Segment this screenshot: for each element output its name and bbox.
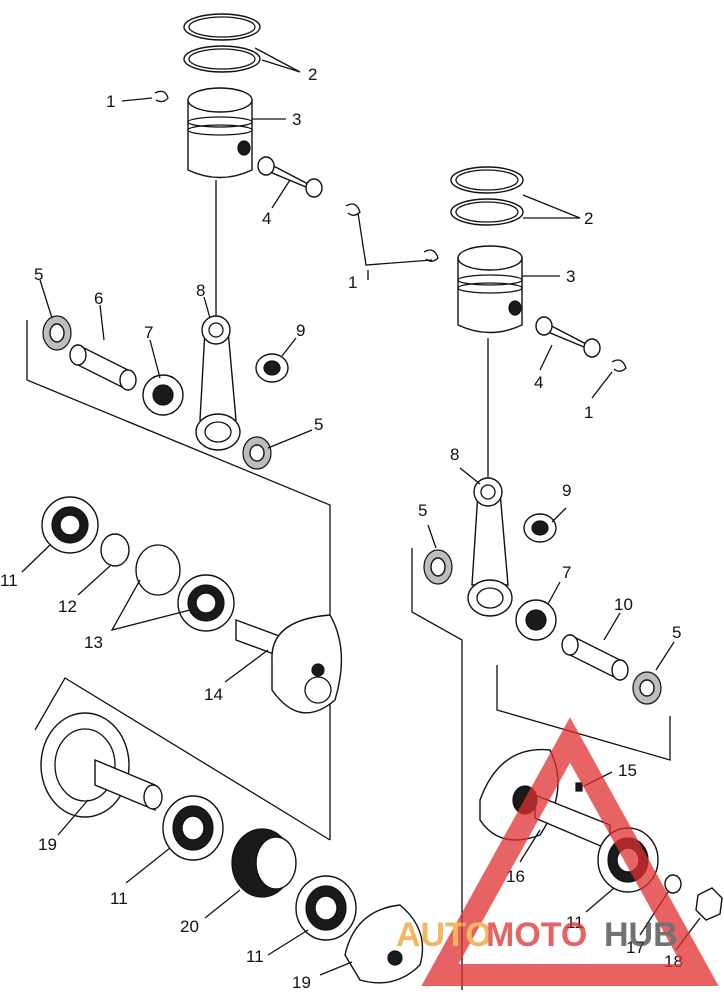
ring-13-a xyxy=(135,544,181,596)
thrust-washer-right-top xyxy=(423,549,453,585)
label-16: 16 xyxy=(506,867,525,886)
label-1-b: 1 xyxy=(348,273,357,292)
labyrinth-seal-20 xyxy=(231,828,297,898)
part-labels: 1 2 3 4 1 2 3 5 6 7 8 9 4 1 5 8 9 5 11 1… xyxy=(0,65,683,992)
washer-17 xyxy=(664,874,682,894)
label-14: 14 xyxy=(204,685,223,704)
label-3-b: 3 xyxy=(566,267,575,286)
label-11-d: 11 xyxy=(246,947,264,966)
assembly-frame-right-lower xyxy=(496,665,671,761)
wrist-pin-left xyxy=(257,156,323,198)
assembly-frame-right xyxy=(411,548,463,990)
label-4-a: 4 xyxy=(262,209,271,228)
crank-pin-right xyxy=(561,633,629,682)
label-5-c: 5 xyxy=(418,501,427,520)
leader-circlip-link xyxy=(357,212,433,266)
main-bearing-left-outer xyxy=(41,496,99,554)
thrust-washer-left-top xyxy=(42,315,72,351)
needle-bearing-large-right xyxy=(515,599,557,641)
piston-rings-right xyxy=(450,166,524,226)
label-7-b: 7 xyxy=(562,563,571,582)
label-5-b: 5 xyxy=(314,415,323,434)
circlip-right-b xyxy=(611,359,627,372)
nut-18 xyxy=(695,887,723,921)
label-5-d: 5 xyxy=(672,623,681,642)
piston-right xyxy=(457,245,523,334)
circlip-left-b xyxy=(345,203,361,216)
label-9-b: 9 xyxy=(562,481,571,500)
label-5-a: 5 xyxy=(34,265,43,284)
label-3-a: 3 xyxy=(292,110,301,129)
watermark-text-auto: AUTO xyxy=(396,916,492,954)
watermark-text-moto: MOTO xyxy=(486,916,587,954)
leader-lines xyxy=(21,47,701,976)
thrust-washer-left-bottom xyxy=(242,436,272,470)
label-11-c: 11 xyxy=(566,913,584,932)
label-20: 20 xyxy=(180,917,199,936)
label-19-b: 19 xyxy=(292,973,311,992)
label-9-a: 9 xyxy=(296,321,305,340)
label-1-c: 1 xyxy=(584,403,593,422)
circlip-left-a xyxy=(154,90,169,103)
label-1-a: 1 xyxy=(106,92,115,111)
label-6: 6 xyxy=(94,289,103,308)
label-15: 15 xyxy=(618,761,637,780)
crank-pin-left xyxy=(69,343,137,392)
ring-13-bearing xyxy=(177,574,235,632)
label-7-a: 7 xyxy=(144,323,153,342)
label-4-b: 4 xyxy=(534,373,543,392)
label-17: 17 xyxy=(626,938,645,957)
label-12: 12 xyxy=(58,597,77,616)
crankshaft-half-19-bottom xyxy=(344,904,424,984)
label-11-b: 11 xyxy=(110,889,128,908)
connecting-rod-left xyxy=(195,315,241,451)
needle-bearing-small-right xyxy=(523,513,557,543)
crankshaft-half-left xyxy=(235,614,343,714)
label-11-a: 11 xyxy=(0,571,18,590)
label-2-a: 2 xyxy=(308,65,317,84)
wrist-pin-right xyxy=(535,316,601,358)
label-19-a: 19 xyxy=(38,835,57,854)
circlip-right-a xyxy=(423,249,439,262)
watermark-text-hub: HUB xyxy=(604,916,678,954)
thrust-washer-right-bottom xyxy=(632,671,662,705)
piston-rings-left xyxy=(183,13,261,73)
label-10: 10 xyxy=(614,595,633,614)
piston-left xyxy=(187,87,253,179)
snap-ring-12 xyxy=(100,533,130,567)
label-8-a: 8 xyxy=(196,281,205,300)
assembly-frame-bottom xyxy=(34,677,331,841)
main-bearing-11-mid xyxy=(162,795,224,861)
label-8-b: 8 xyxy=(450,445,459,464)
main-bearing-11-low xyxy=(295,875,357,941)
watermark-logo: AUTO MOTO HUB xyxy=(396,717,719,986)
crankshaft-half-19-top xyxy=(40,712,163,818)
label-13: 13 xyxy=(84,633,103,652)
connecting-rod-right xyxy=(467,477,513,617)
woodruff-key-15 xyxy=(575,782,583,792)
label-2-b: 2 xyxy=(584,209,593,228)
needle-bearing-small-left xyxy=(255,353,289,383)
needle-bearing-large-left xyxy=(142,374,184,416)
